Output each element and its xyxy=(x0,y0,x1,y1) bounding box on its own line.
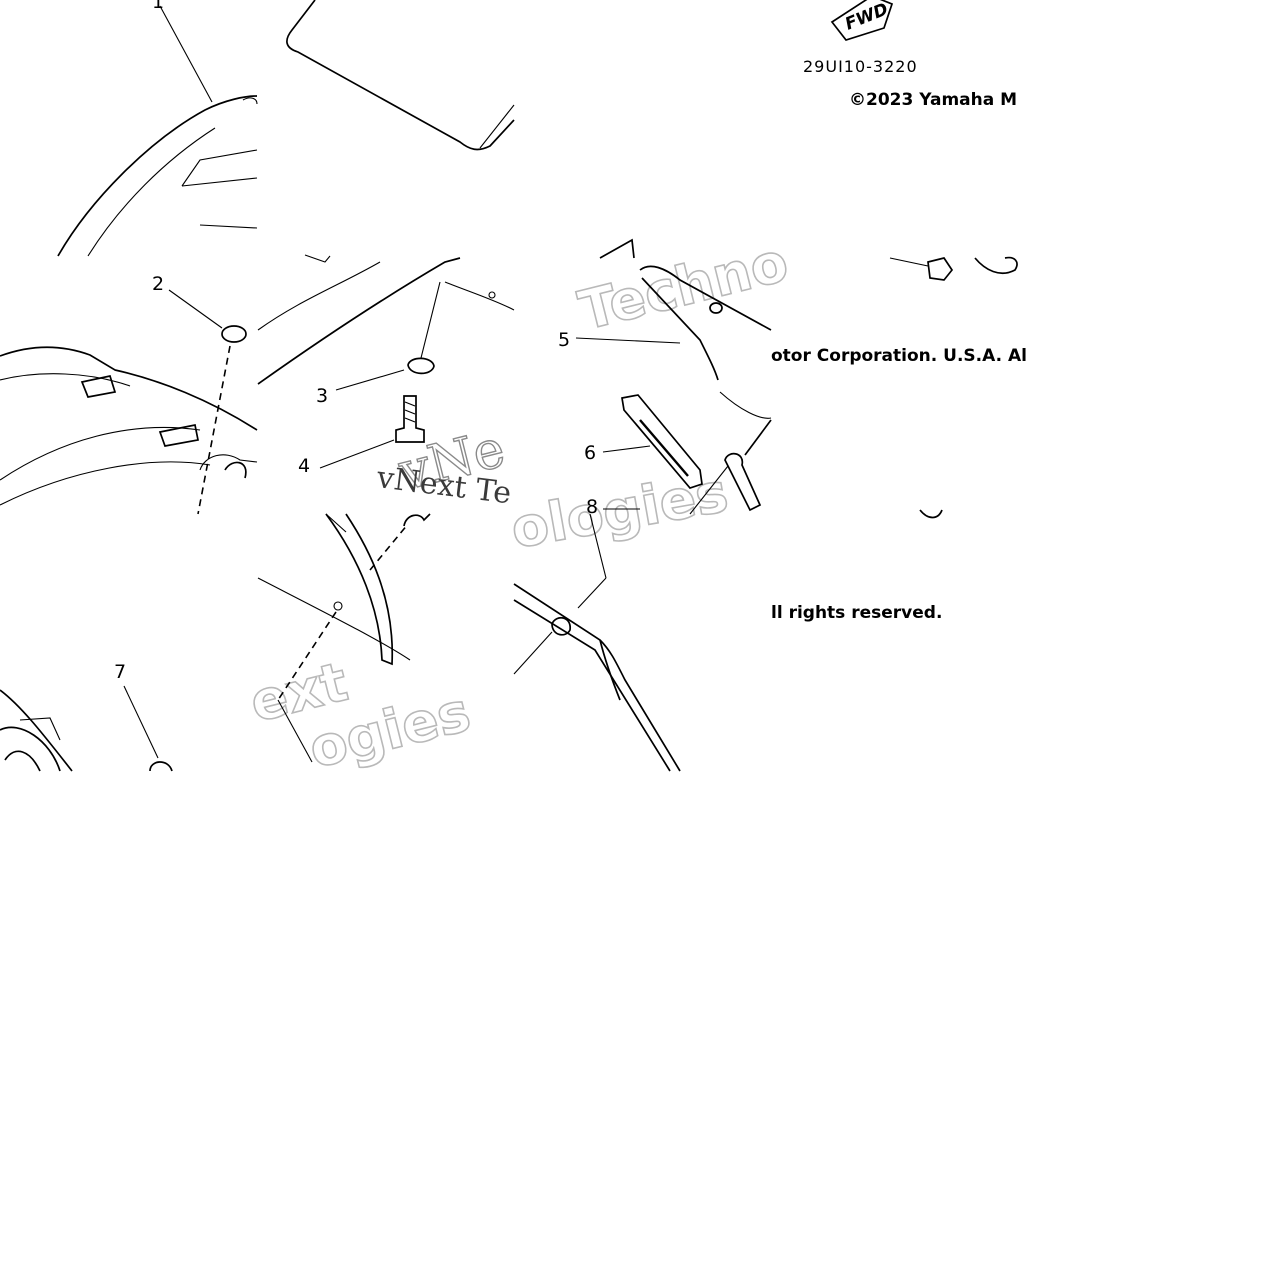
tile-front-fender-top xyxy=(57,5,258,257)
watermark-text: Techno xyxy=(573,230,794,342)
copyright-line-3: ll rights reserved. xyxy=(771,603,942,623)
callout-6: 6 xyxy=(584,442,596,464)
tile-lower-bracket xyxy=(513,513,681,772)
callout-1: 1 xyxy=(152,0,164,13)
bolt-part xyxy=(395,395,425,443)
tile-title-block: FWD 29UI10-3220 ©2023 Yamaha M xyxy=(803,0,1017,110)
washer-part xyxy=(407,357,435,375)
callout-5: 5 xyxy=(558,329,570,351)
copyright-line-2: otor Corporation. U.S.A. Al xyxy=(771,346,1027,366)
nut-part xyxy=(927,257,954,281)
tile-mounting-stays xyxy=(575,238,772,515)
grommet-part xyxy=(221,325,247,343)
callout-3: 3 xyxy=(316,385,328,407)
tile-side-cover: vNext Te xyxy=(257,257,515,511)
tile-hardware: otor Corporation. U.S.A. Al xyxy=(771,256,1027,519)
callout-numbers: 1 2 3 4 5 6 7 8 xyxy=(114,0,598,683)
callout-2: 2 xyxy=(152,273,164,295)
tile-cover-panel xyxy=(286,0,515,263)
fwd-label: FWD xyxy=(842,0,891,35)
copyright-line-1: ©2023 Yamaha M xyxy=(849,90,1017,110)
watermark-text: ologies xyxy=(506,461,732,561)
watermark-group: Techno vNe ologies ext ogies xyxy=(243,229,795,781)
callout-7: 7 xyxy=(114,661,126,683)
stay-bracket-part xyxy=(621,394,703,489)
tile-rear-fender xyxy=(0,289,258,515)
tile-fender-lower xyxy=(0,685,173,772)
drawing-code: 29UI10-3220 xyxy=(803,57,918,76)
tile-mudflap xyxy=(257,513,431,763)
fwd-arrow-icon xyxy=(830,0,894,41)
tile-copyright-end: ll rights reserved. xyxy=(771,603,942,623)
callout-8: 8 xyxy=(586,496,598,518)
callout-4: 4 xyxy=(298,455,310,477)
